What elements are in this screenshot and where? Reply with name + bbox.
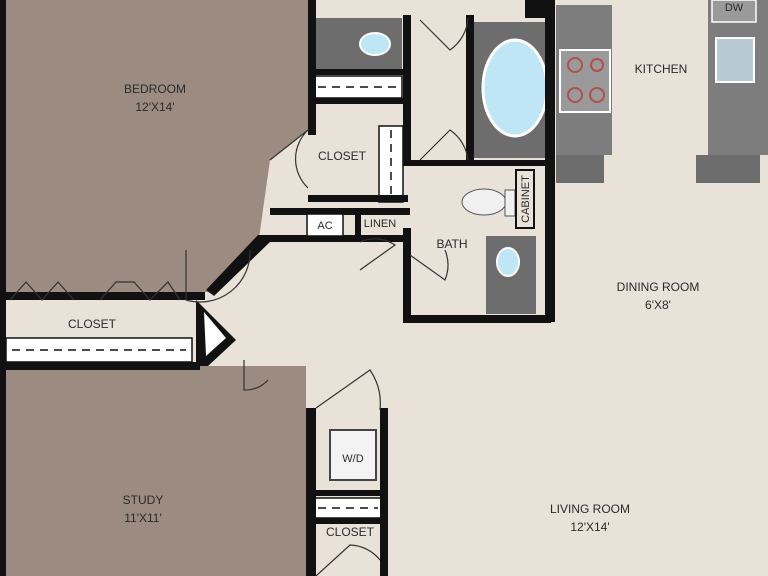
living-size: 12'X14' xyxy=(570,520,609,534)
burner-3 xyxy=(567,87,583,103)
bath-name: BATH xyxy=(436,237,467,251)
wall-pillar-inner xyxy=(204,312,226,356)
dw-name: DW xyxy=(725,2,744,14)
washer-dryer xyxy=(329,429,377,481)
dining-name: DINING ROOM xyxy=(617,280,700,294)
sink-bottom xyxy=(496,247,520,277)
dishwasher xyxy=(711,0,757,23)
ac-name: AC xyxy=(317,220,332,232)
cabinet-name: CABINET xyxy=(520,175,532,223)
study-name: STUDY xyxy=(123,493,164,507)
study-carpet xyxy=(6,366,306,576)
study-size: 11'X11' xyxy=(124,511,162,525)
closet-lower-name: CLOSET xyxy=(326,525,375,539)
linen-name: LINEN xyxy=(364,218,396,230)
ac-box xyxy=(306,213,344,237)
burner-2 xyxy=(590,58,604,72)
bedroom-name: BEDROOM xyxy=(124,82,186,96)
living-name: LIVING ROOM xyxy=(550,502,630,516)
wd-name: W/D xyxy=(342,453,363,465)
burner-4 xyxy=(589,87,605,103)
wall-angled xyxy=(206,235,270,296)
walls xyxy=(0,0,555,576)
kitchen-counter-right-end xyxy=(696,155,760,183)
kitchen-counter-left-end xyxy=(556,155,604,183)
toilet-bowl xyxy=(461,188,507,216)
stove xyxy=(559,49,611,113)
closet-upper-name: CLOSET xyxy=(318,149,367,163)
kitchen-name: KITCHEN xyxy=(635,62,688,76)
bedroom-carpet xyxy=(6,0,308,292)
kitchen-sink xyxy=(715,37,755,83)
dining-size: 6'X8' xyxy=(645,298,671,312)
bath-cabinet xyxy=(515,169,535,229)
burner-1 xyxy=(567,57,583,73)
toilet-tank xyxy=(504,189,516,217)
door-swings xyxy=(9,17,469,576)
sink-top xyxy=(359,32,391,56)
closet-bedroom-name: CLOSET xyxy=(68,317,117,331)
bedroom-size: 12'X14' xyxy=(135,100,174,114)
closet-shelves xyxy=(5,75,404,519)
bathtub-basin xyxy=(481,38,549,138)
